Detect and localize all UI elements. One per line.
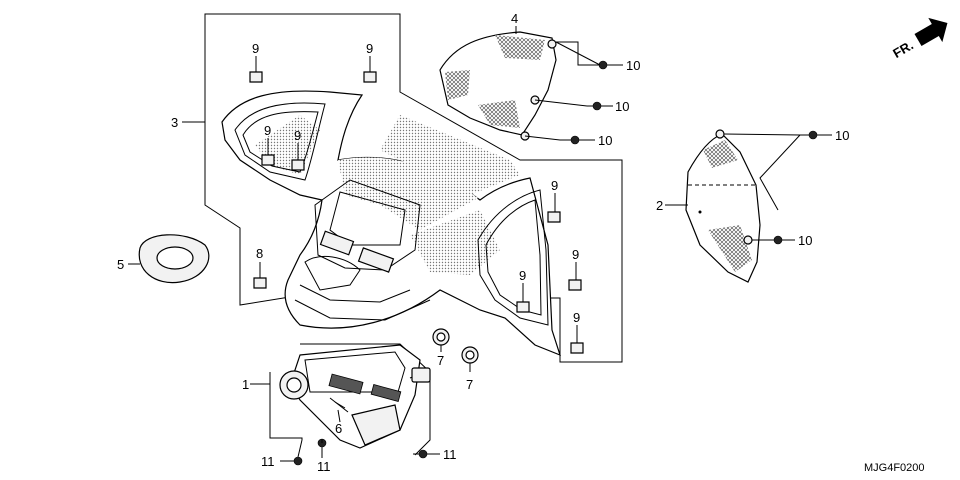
- callout-labels: 1 2 3 4 5 6 7 7 8 9 9 9 9 9 9 9 9 10 10 …: [117, 11, 849, 474]
- callout-9-g: 9: [519, 268, 526, 283]
- callout-11-b: 11: [317, 459, 331, 474]
- callout-10-a: 10: [626, 58, 640, 73]
- drawing-code: MJG4F0200: [864, 462, 925, 474]
- mesh-cover-part-2: [685, 129, 761, 283]
- front-label: FR.: [890, 37, 916, 60]
- grommet-7-a: [432, 328, 450, 346]
- bolt-10-e: [768, 235, 783, 245]
- mesh-cover-part-4: [439, 31, 557, 141]
- callout-9-e: 9: [551, 178, 558, 193]
- front-direction-indicator: FR.: [890, 17, 948, 61]
- callout-11-c: 11: [443, 447, 457, 462]
- ring-part-5: [138, 234, 210, 284]
- callout-10-e: 10: [798, 233, 812, 248]
- clip-9-b: [363, 71, 377, 83]
- callout-8: 8: [256, 246, 263, 261]
- callout-9-c: 9: [264, 123, 271, 138]
- clip-9-a: [249, 71, 263, 83]
- bolt-11-c: [413, 449, 428, 459]
- clip-9-d: [291, 159, 305, 171]
- front-arrow-icon: [914, 17, 948, 47]
- clip-9-f: [568, 279, 582, 291]
- callout-11-a: 11: [261, 454, 275, 469]
- callout-10-d: 10: [835, 128, 849, 143]
- bolt-10-c: [565, 135, 580, 145]
- clip-9-h: [570, 342, 584, 354]
- bolt-10-d: [803, 130, 818, 140]
- callout-9-h: 9: [573, 310, 580, 325]
- clip-9-g: [516, 301, 530, 313]
- callout-9-a: 9: [252, 41, 259, 56]
- inner-cover-part-3: [221, 90, 561, 357]
- clip-9-c: [261, 154, 275, 166]
- callout-7-a: 7: [437, 353, 444, 368]
- callout-6: 6: [335, 421, 342, 436]
- callout-7-b: 7: [466, 377, 473, 392]
- bolt-10-b: [587, 101, 602, 111]
- callout-5: 5: [117, 257, 124, 272]
- clip-9-e: [547, 211, 561, 223]
- callout-9-b: 9: [366, 41, 373, 56]
- assembly-outline: [204, 13, 623, 363]
- callout-9-d: 9: [294, 128, 301, 143]
- grommet-7-b: [461, 346, 479, 364]
- clip-8: [253, 277, 267, 289]
- callout-9-f: 9: [572, 247, 579, 262]
- leader-lines: [128, 26, 832, 462]
- switch-panel-part-1: [269, 343, 431, 456]
- callout-1: 1: [242, 377, 249, 392]
- callout-10-c: 10: [598, 133, 612, 148]
- callout-4: 4: [511, 11, 518, 26]
- callout-3: 3: [171, 115, 178, 130]
- callout-2: 2: [656, 198, 663, 213]
- callout-10-b: 10: [615, 99, 629, 114]
